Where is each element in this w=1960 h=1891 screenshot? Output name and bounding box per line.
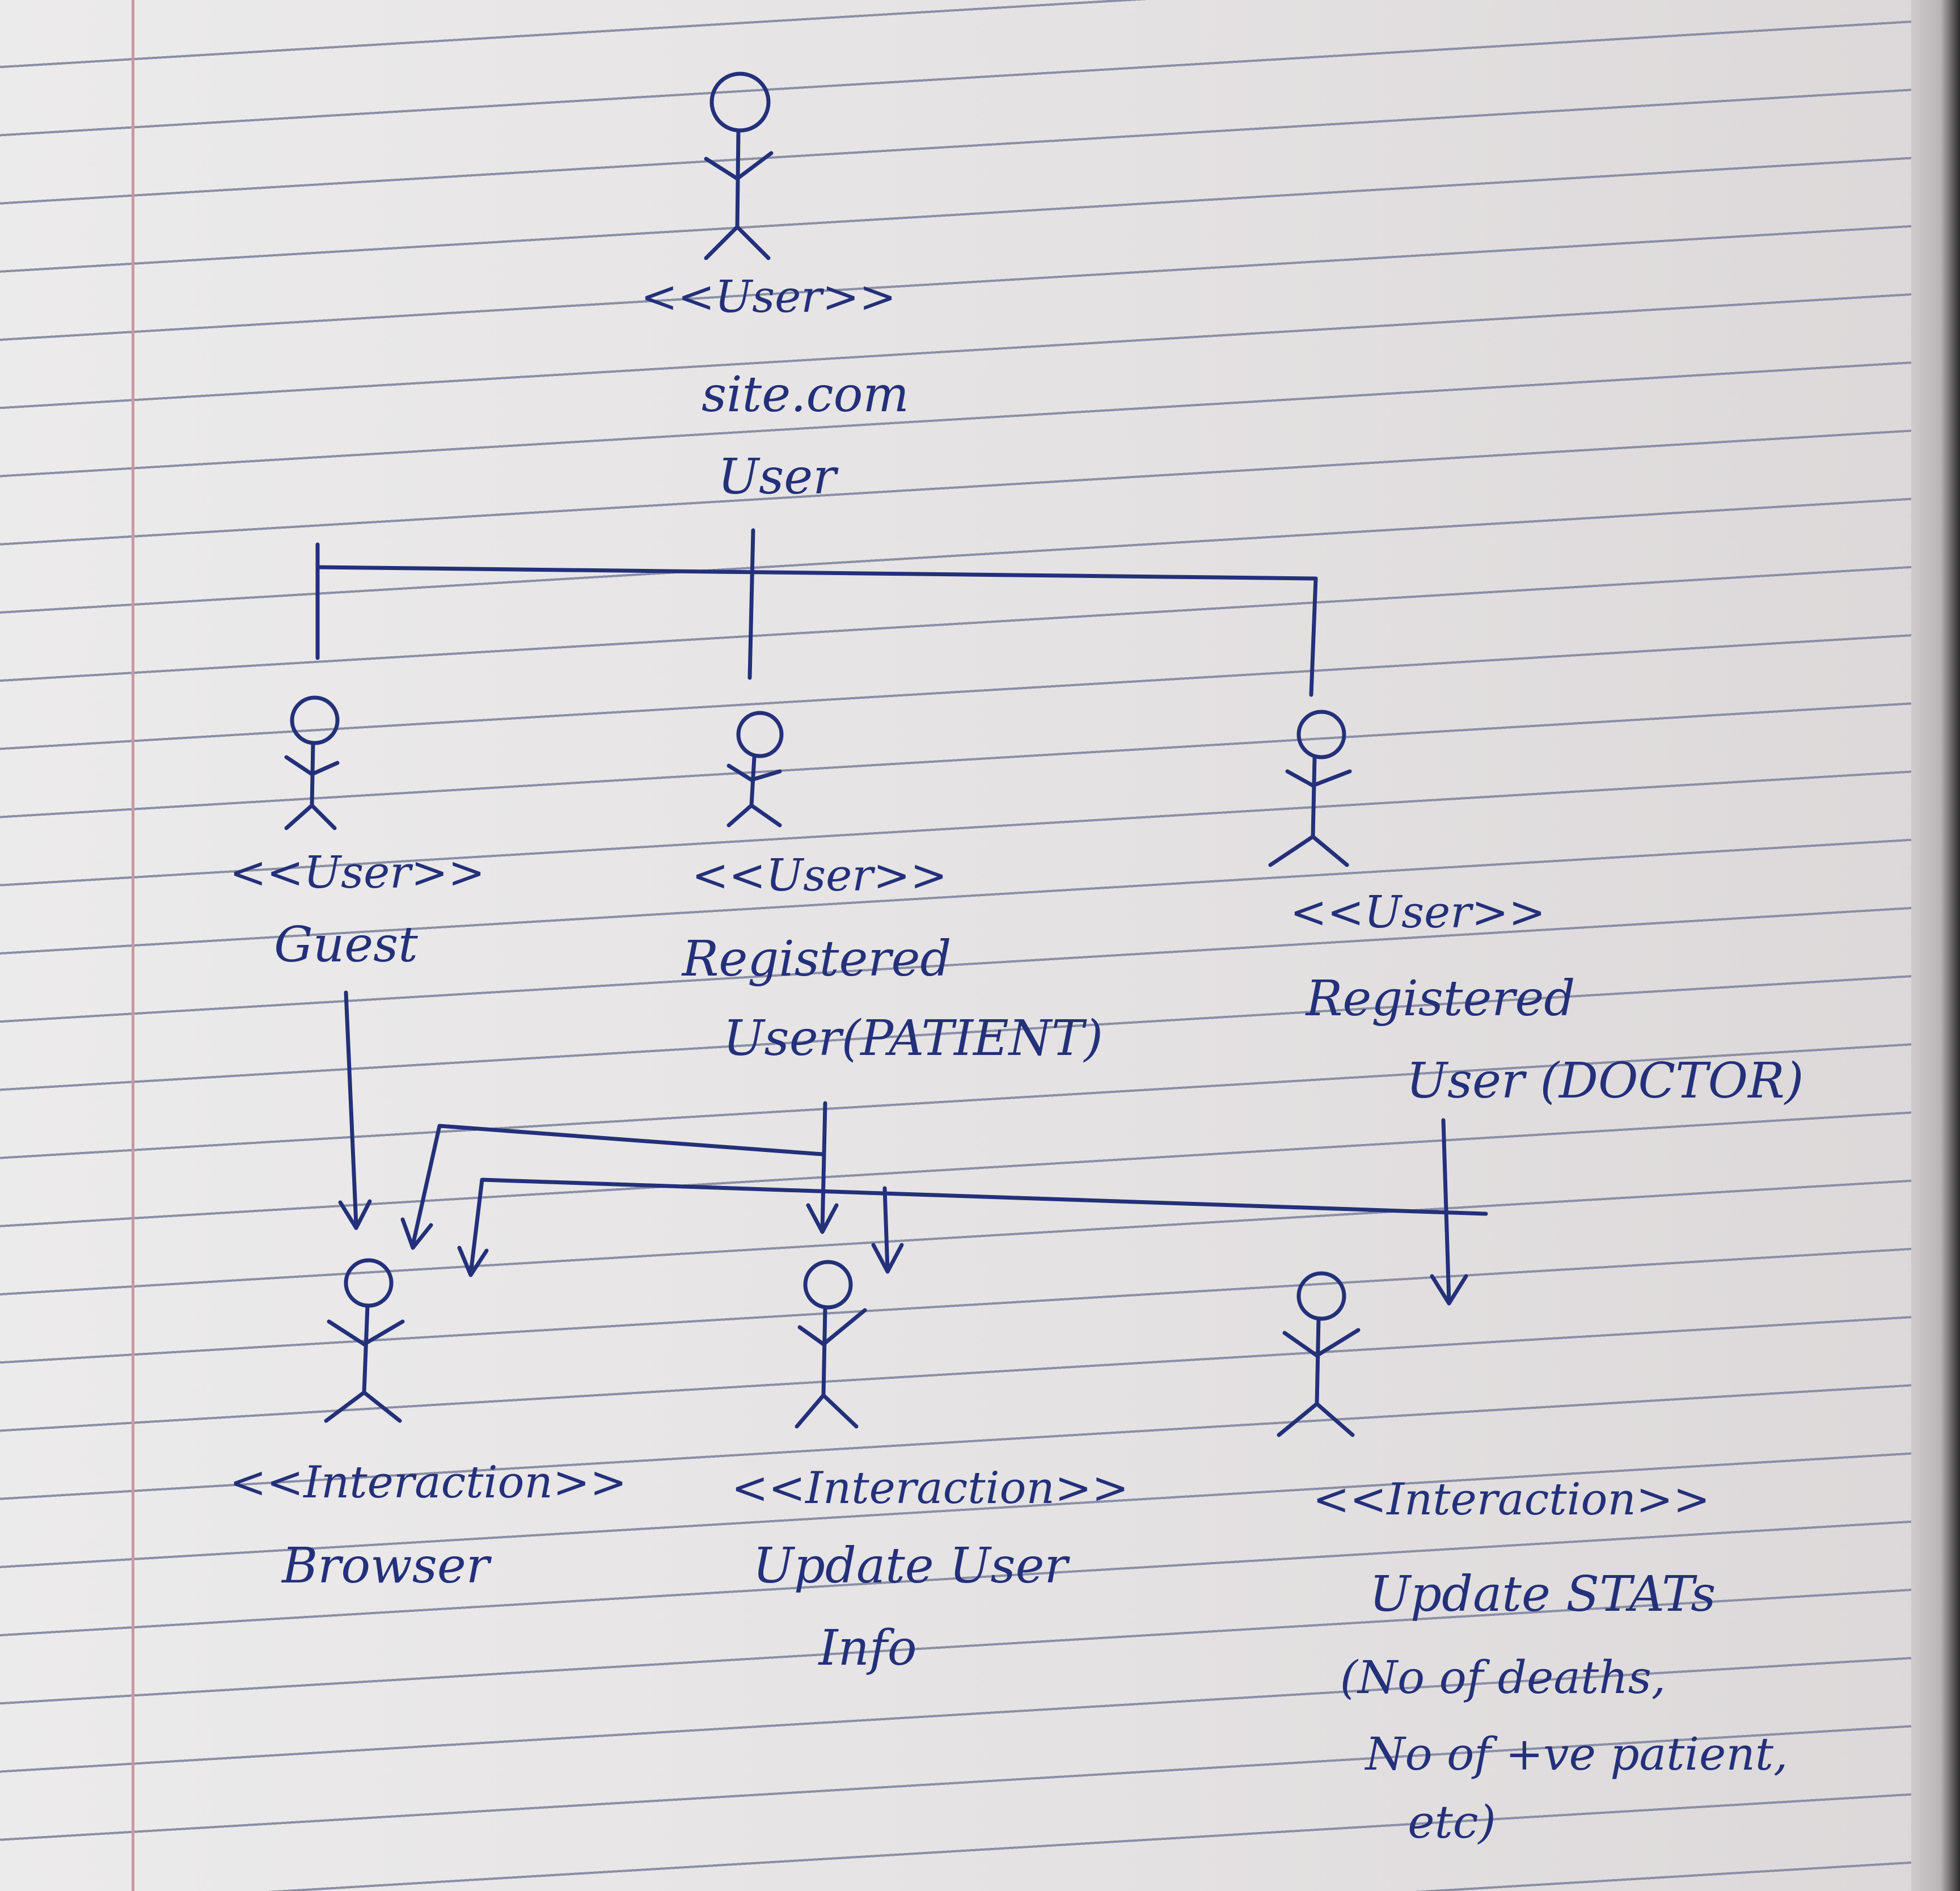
update-stats-name-line1: Update STATs [1370, 1566, 1716, 1623]
guest-stereotype: <<User>> [230, 847, 485, 898]
update-info-name-line2: Info [818, 1620, 917, 1677]
root-name-line2: User [718, 449, 839, 505]
update-stats-stereotype: <<Interaction>> [1313, 1474, 1710, 1525]
browser-stereotype: <<Interaction>> [230, 1457, 627, 1508]
patient-name-line1: Registered [681, 931, 952, 987]
patient-name-line2: User(PATIENT) [723, 1010, 1103, 1067]
guest-name: Guest [274, 917, 418, 973]
interaction-update-stats: <<Interaction>> Update STATs (No of deat… [1277, 1271, 1788, 1848]
doctor-stereotype: <<User>> [1290, 887, 1546, 938]
update-stats-name-line3: No of +ve patient, [1365, 1728, 1788, 1780]
patient-stick-figure-icon [726, 711, 784, 828]
patient-stereotype: <<User>> [692, 850, 948, 901]
browser-stick-figure-icon [324, 1258, 405, 1423]
root-name-line1: site.com [702, 366, 909, 423]
update-info-stereotype: <<Interaction>> [732, 1463, 1129, 1514]
update-stats-name-line2: (No of deaths, [1340, 1651, 1666, 1704]
doctor-stick-figure-icon [1268, 710, 1352, 867]
generalization-bracket [315, 528, 1318, 697]
doctor-name-line1: Registered [1305, 970, 1575, 1027]
root-stick-figure-icon [704, 71, 774, 260]
patient-to-update-arrow [820, 1101, 827, 1233]
guest-stick-figure-icon [284, 695, 340, 830]
interaction-browser: <<Interaction>> Browser [230, 1258, 627, 1594]
doctor-to-update-arrow [882, 1186, 890, 1273]
doctor-name-line2: User (DOCTOR) [1406, 1053, 1804, 1109]
actor-patient: <<User>> Registered User(PATIENT) [681, 711, 1103, 1067]
browser-name: Browser [281, 1538, 492, 1594]
patient-to-browser-arrow [411, 1124, 825, 1247]
update-info-stick-figure-icon [795, 1260, 867, 1429]
actor-guest: <<User>> Guest [230, 695, 485, 973]
association-arrows [338, 990, 1488, 1306]
root-actor: <<User>> site.com User [641, 71, 909, 505]
interaction-update-user-info: <<Interaction>> Update User Info [732, 1260, 1129, 1677]
actor-doctor: <<User>> Registered User (DOCTOR) [1268, 710, 1804, 1109]
doctor-to-browser-arrow [468, 1177, 1488, 1276]
paper-edge [1911, 0, 1960, 1891]
margin-line [132, 0, 134, 1891]
root-stereotype: <<User>> [641, 272, 897, 323]
update-stats-stick-figure-icon [1277, 1271, 1361, 1437]
guest-to-browser-arrow [344, 990, 358, 1227]
update-stats-name-line4: etc) [1408, 1796, 1496, 1848]
update-info-name-line1: Update User [753, 1538, 1070, 1594]
